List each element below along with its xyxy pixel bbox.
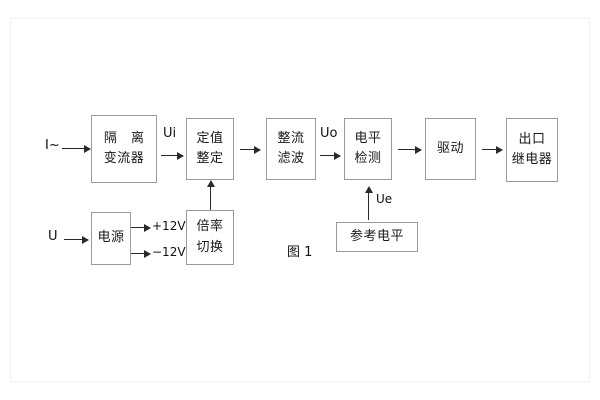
block-multiplier-switch: 倍率 切换 xyxy=(186,210,234,265)
block-rectify-filter: 整流 滤波 xyxy=(266,118,316,180)
block-isolation-ct: 隔 离 变流器 xyxy=(91,115,157,183)
block-isolation-ct-line2: 变流器 xyxy=(103,151,145,166)
signal-ue-label: Ue xyxy=(376,192,393,206)
rail-positive-label: +12V xyxy=(152,219,186,233)
arrow-level-detect-to-drive xyxy=(398,145,422,154)
block-power-supply: 电源 xyxy=(91,212,131,265)
block-level-detect: 电平 检测 xyxy=(344,118,392,180)
block-output-relay-line1: 出口 xyxy=(518,131,546,147)
block-level-detect-line1: 电平 xyxy=(354,130,382,146)
block-rectify-filter-line1: 整流 xyxy=(277,130,305,146)
arrow-isolation-ct-to-setting xyxy=(161,151,184,160)
block-drive: 驱动 xyxy=(425,118,476,180)
arrow-drive-to-output-relay xyxy=(482,145,503,154)
block-reference-level-line1: 参考电平 xyxy=(349,228,404,244)
arrow-reference-level-to-level-detect xyxy=(364,186,373,220)
signal-uo-label: Uo xyxy=(320,126,338,141)
block-output-relay-line2: 继电器 xyxy=(511,152,553,167)
current-input-label: I~ xyxy=(45,138,60,153)
signal-ui-label: Ui xyxy=(163,126,177,141)
voltage-input-label: U xyxy=(48,229,58,244)
arrow-current-input-to-isolation-ct xyxy=(62,144,91,153)
block-reference-level: 参考电平 xyxy=(336,222,418,252)
arrow-multiplier-switch-to-setting xyxy=(206,180,215,210)
block-rectify-filter-line2: 滤波 xyxy=(277,151,305,166)
block-power-supply-line1: 电源 xyxy=(97,230,125,246)
arrow-rail-positive xyxy=(131,223,151,232)
block-drive-line1: 驱动 xyxy=(436,140,464,156)
rail-negative-label: −12V xyxy=(152,245,186,259)
figure-frame xyxy=(10,18,590,382)
block-isolation-ct-line1: 隔 离 xyxy=(103,130,150,146)
arrow-rectify-filter-to-level-detect xyxy=(320,151,341,160)
figure-caption: 图 1 xyxy=(287,245,313,260)
arrow-voltage-input-to-power-supply xyxy=(64,235,89,244)
block-setting-line2: 整定 xyxy=(196,151,224,166)
arrow-setting-to-rectify-filter xyxy=(240,145,261,154)
block-setting-line1: 定值 xyxy=(196,130,224,146)
block-setting: 定值 整定 xyxy=(186,118,234,180)
block-multiplier-switch-line1: 倍率 xyxy=(196,219,224,235)
block-output-relay: 出口 继电器 xyxy=(506,118,558,182)
arrow-rail-negative xyxy=(131,249,151,258)
block-level-detect-line2: 检测 xyxy=(354,151,382,166)
block-multiplier-switch-line2: 切换 xyxy=(196,239,224,255)
